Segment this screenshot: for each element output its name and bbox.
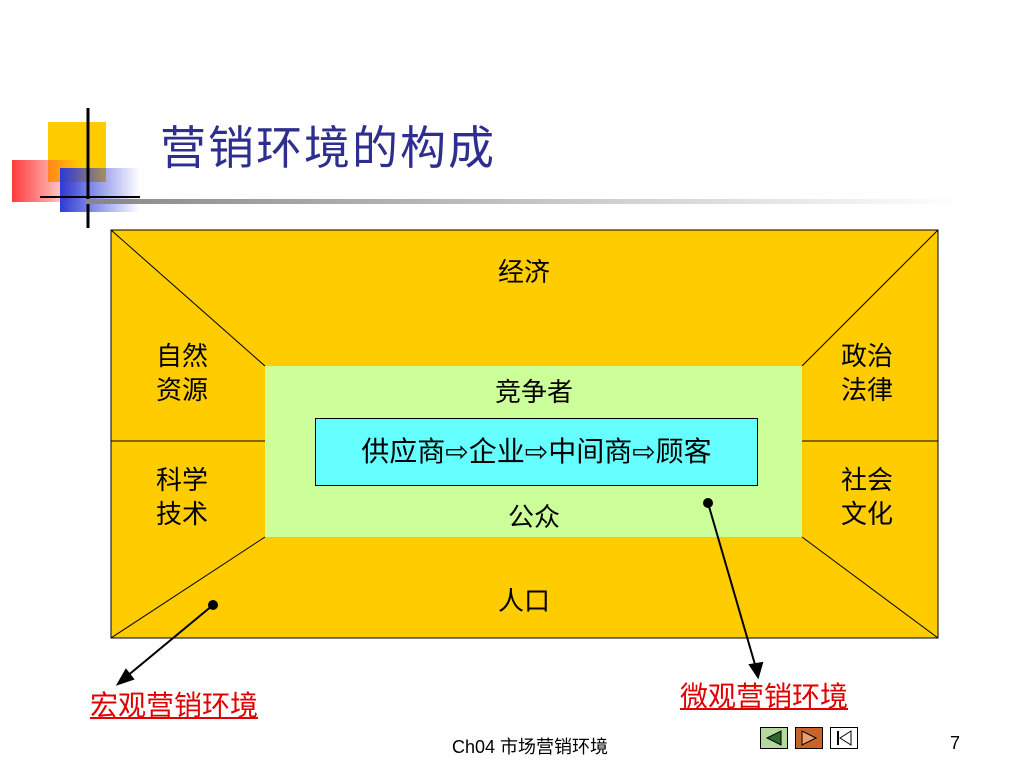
label-population: 人口 (497, 587, 550, 617)
label-natural-resources: 自然 资源 (155, 342, 208, 406)
label-politics-law: 政治 法律 (840, 342, 893, 406)
first-slide-button[interactable] (830, 727, 858, 749)
next-button[interactable] (795, 727, 823, 749)
slide-logo (12, 108, 140, 228)
label-science-technology: 科学 技术 (155, 466, 208, 530)
title-divider (85, 199, 965, 204)
micro-arrow (703, 498, 764, 680)
previous-icon (765, 730, 782, 746)
caption-micro-environment: 微观营销环境 (680, 680, 849, 713)
slide-title: 营销环境的构成 (160, 121, 496, 175)
label-public: 公众 (507, 503, 560, 533)
label-economy: 经济 (497, 258, 550, 288)
first-icon (837, 730, 852, 746)
caption-macro-environment: 宏观营销环境 (90, 689, 259, 722)
next-icon (801, 730, 818, 746)
label-competitors: 竞争者 (494, 378, 573, 408)
macro-arrow (115, 600, 218, 686)
label-society-culture: 社会 文化 (840, 466, 893, 530)
footer-chapter: Ch04 市场营销环境 (452, 737, 609, 757)
previous-button[interactable] (760, 727, 788, 749)
supply-chain-box: 供应商⇨企业⇨中间商⇨顾客 (315, 418, 758, 486)
page-number: 7 (950, 733, 961, 753)
